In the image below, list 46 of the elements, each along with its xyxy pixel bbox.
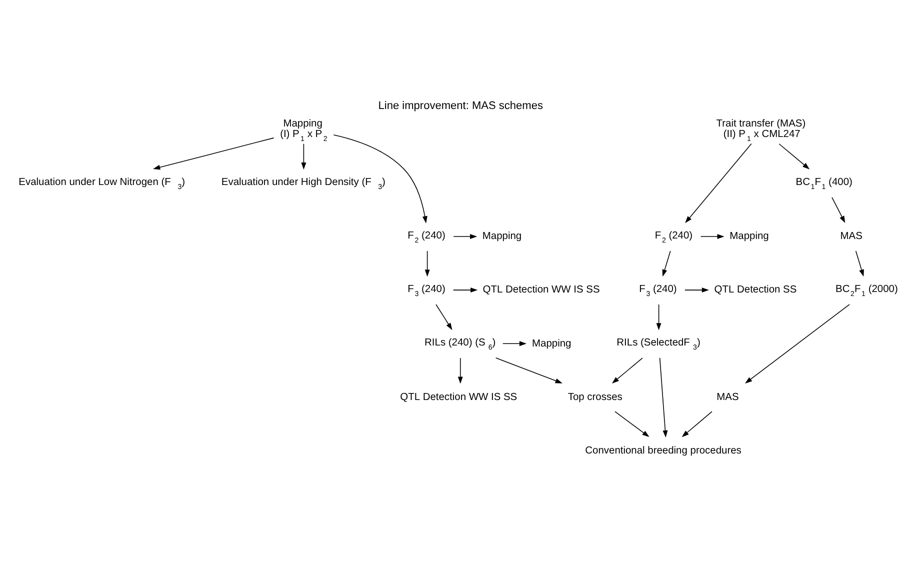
arrow [452, 234, 477, 238]
node-text: Trait transfer (MAS) (II) P$_{1}$ x CML247 [716, 118, 806, 142]
node-text: BC$_{1}$F$_{1}$ (400) [795, 176, 852, 190]
node-text: RILs (240) (S$_{6}$) [424, 336, 496, 351]
arrow [684, 287, 708, 292]
arrow [681, 410, 712, 437]
arrow [684, 142, 752, 223]
node-text: F$_{2}$ (240) [407, 230, 445, 244]
node-text: Top crosses [567, 391, 622, 402]
node-text: QTL Detection WW IS SS [482, 284, 600, 296]
arrow [611, 357, 642, 384]
arrow [502, 340, 526, 346]
arrow [778, 142, 810, 169]
node-text: QTL Detection WW IS SS [400, 391, 517, 402]
node-text: RILs (SelectedF$_{3}$) [616, 336, 700, 351]
node-text: F$_{3}$ (240) [638, 283, 676, 298]
arrow [424, 250, 430, 276]
node-text: Mapping (I) P$_{1}$ x P$_{2}$ [280, 118, 327, 142]
arrow [854, 250, 864, 276]
node-text: F$_{3}$ (240) [407, 283, 445, 298]
node-text: MAS [840, 230, 862, 242]
node-text: QTL Detection SS [714, 284, 796, 296]
node-text: Mapping [729, 230, 768, 242]
diagram-title: Line improvement: MAS schemes [378, 100, 542, 112]
node-text: F$_{2}$ (240) [654, 230, 692, 244]
arrow [332, 134, 427, 223]
node-text: Conventional breeding procedures [584, 444, 741, 456]
arrow [457, 357, 462, 384]
arrow [658, 357, 668, 438]
node-text: Evaluation under Low Nitrogen (F$_{3}$) [18, 176, 185, 190]
arrow [300, 142, 306, 170]
node-text: Mapping [482, 230, 522, 242]
arrow [656, 304, 661, 330]
node-text: BC$_{2}$F$_{1}$ (2000) [835, 283, 898, 298]
arrow [662, 250, 670, 276]
node-text: Evaluation under High Density (F$_{3}$) [220, 176, 385, 190]
arrow [435, 304, 452, 330]
arrow [831, 196, 845, 223]
arrow [452, 287, 478, 292]
arrow [152, 137, 274, 170]
arrow [494, 357, 562, 383]
arrow [700, 234, 724, 238]
arrow [614, 410, 649, 437]
node-text: MAS [716, 391, 738, 402]
node-text: Mapping [532, 338, 571, 349]
arrow [744, 304, 850, 384]
